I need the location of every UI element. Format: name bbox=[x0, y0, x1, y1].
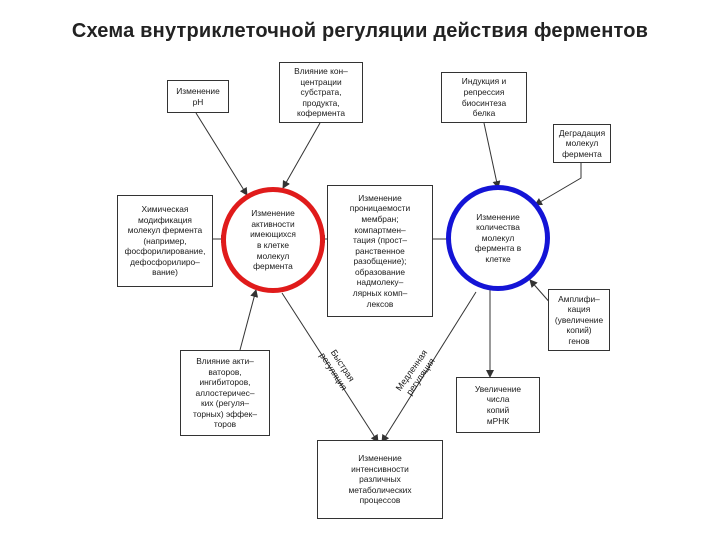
nodes.degradation-line: молекул bbox=[565, 138, 599, 149]
nodes.activity-line: фермента bbox=[253, 261, 293, 272]
nodes.permeability-line: разобщение); bbox=[353, 256, 407, 267]
diagram-title: Схема внутриклеточной регуляции действия… bbox=[71, 20, 649, 42]
nodes.activity-line: активности bbox=[251, 218, 295, 229]
nodes.chemical-line: молекул фермента bbox=[127, 225, 203, 236]
nodes.metabolic-line: Изменение bbox=[358, 453, 402, 464]
arrow-ph-to-activity bbox=[195, 112, 248, 196]
nodes.chemical-line: (например, bbox=[143, 235, 187, 246]
nodes.permeability-line: лексов bbox=[366, 298, 394, 309]
nodes.activity-line: имеющихся bbox=[250, 229, 296, 240]
arrow-degradation-to-quantity bbox=[534, 163, 582, 206]
nodes.chemical-line: Химическая bbox=[141, 203, 189, 214]
nodes.permeability-line: мембран; bbox=[361, 213, 399, 224]
nodes.metabolic-line: интенсивности bbox=[351, 463, 409, 474]
nodes.activators-line: ких (регуля– bbox=[200, 398, 250, 409]
nodes.activators-line: торов bbox=[213, 419, 237, 430]
nodes.permeability-line: Изменение bbox=[358, 192, 402, 203]
nodes.activators-line: ваторов, bbox=[208, 366, 242, 377]
nodes.mrna-line: мРНК bbox=[486, 415, 510, 426]
nodes.induction-line: белка bbox=[472, 108, 496, 119]
nodes.permeability-line: образование bbox=[354, 266, 406, 277]
nodes.induction-line: биосинтеза bbox=[461, 97, 507, 108]
arrow-substrate-to-activity bbox=[282, 122, 321, 189]
nodes.quantity-line: количества bbox=[476, 222, 520, 233]
nodes.metabolic-line: процессов bbox=[359, 495, 401, 506]
nodes.amplification-line: кация bbox=[567, 304, 591, 315]
nodes.permeability-line: проницаемости bbox=[349, 203, 411, 214]
nodes.activators-line: торных) эффек– bbox=[192, 408, 258, 419]
nodes.activity-line: в клетке bbox=[256, 240, 290, 250]
nodes.induction-line: Индукция и bbox=[461, 76, 507, 87]
nodes.chemical-line: модификация bbox=[138, 214, 192, 225]
nodes.permeability-line: компартмен– bbox=[354, 224, 406, 235]
nodes.amplification-line: копий) bbox=[566, 325, 592, 336]
nodes.metabolic-line: метаболических bbox=[348, 484, 412, 495]
nodes.permeability-line: надмолеку– bbox=[356, 277, 404, 288]
nodes.permeability-line: тация (прост– bbox=[352, 235, 408, 246]
nodes.ph-line: pH bbox=[192, 96, 204, 107]
nodes.permeability-line: лярных комп– bbox=[352, 288, 408, 299]
nodes.amplification-line: (увеличение bbox=[554, 314, 604, 325]
nodes.activators-line: ингибиторов, bbox=[199, 377, 251, 388]
nodes.activators-line: аллостеричес– bbox=[195, 387, 255, 398]
nodes.activity-line: молекул bbox=[256, 250, 290, 261]
nodes.substrate-line: субстрата, bbox=[300, 87, 342, 98]
nodes.induction-line: репрессия bbox=[463, 86, 505, 97]
nodes.metabolic-line: различных bbox=[359, 474, 401, 485]
arrow-activators-to-activity bbox=[239, 289, 259, 351]
nodes.substrate-line: кофермента bbox=[296, 108, 346, 119]
nodes.chemical-line: дефосфорилиро– bbox=[130, 256, 200, 267]
nodes.amplification-line: генов bbox=[568, 335, 590, 346]
nodes.activity-line: Изменение bbox=[251, 208, 295, 219]
nodes.quantity-line: фермента в bbox=[474, 243, 522, 254]
nodes.amplification-line: Амплифи– bbox=[558, 293, 600, 304]
nodes.quantity-line: Изменение bbox=[476, 211, 520, 222]
nodes.activators-line: Влияние акти– bbox=[196, 355, 254, 366]
nodes.degradation-line: Деградация bbox=[558, 127, 606, 138]
nodes.chemical-line: фосфорилирование, bbox=[124, 246, 206, 257]
node-activators-influence: Влияние акти–ваторов,ингибиторов,аллосте… bbox=[180, 350, 270, 436]
nodes.substrate-line: продукта, bbox=[302, 97, 340, 108]
nodes.substrate-line: центрации bbox=[300, 76, 342, 87]
nodes.ph-line: Изменение bbox=[176, 85, 220, 96]
arrow-fast-regulation bbox=[281, 292, 379, 443]
arrow-slow-regulation bbox=[381, 291, 477, 443]
nodes.substrate-line: Влияние кон– bbox=[294, 66, 348, 77]
nodes.mrna-line: Увеличение bbox=[474, 383, 522, 394]
nodes.degradation-line: фермента bbox=[562, 148, 602, 159]
nodes.chemical-line: вание) bbox=[152, 267, 178, 278]
nodes.mrna-line: числа bbox=[486, 394, 510, 405]
arrow-induction-to-quantity bbox=[483, 122, 501, 189]
nodes.permeability-line: ранственное bbox=[355, 245, 405, 256]
nodes.quantity-line: клетке bbox=[485, 253, 511, 264]
nodes.quantity-line: молекул bbox=[481, 232, 515, 243]
nodes.mrna-line: копий bbox=[486, 405, 510, 415]
